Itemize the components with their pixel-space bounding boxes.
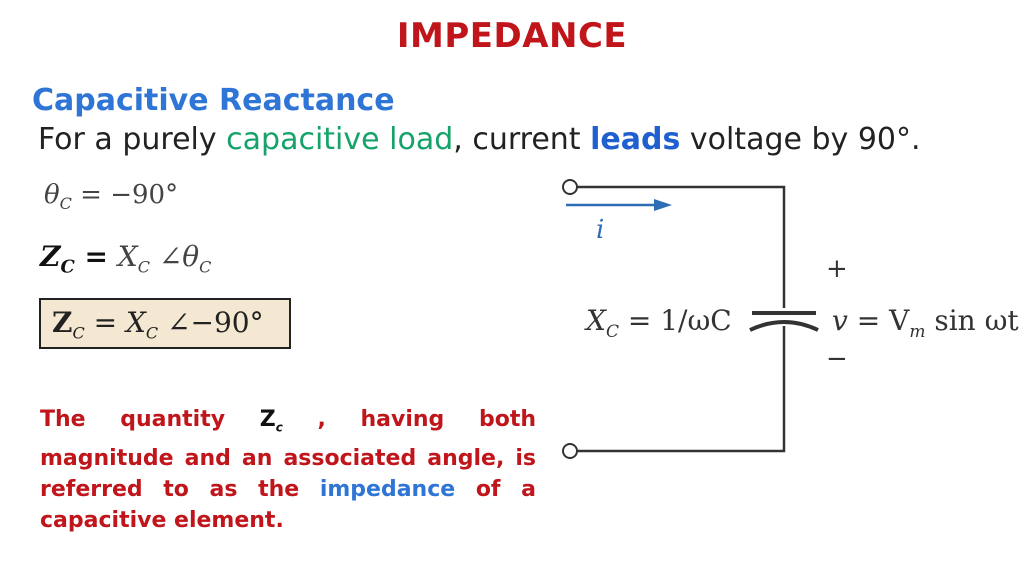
statement-part2: , current bbox=[453, 122, 591, 157]
statement-line: For a purely capacitive load, current le… bbox=[38, 122, 921, 157]
boxed-rhs: ∠−90° bbox=[158, 306, 264, 339]
current-arrow-head bbox=[654, 199, 672, 211]
theta-symbol: θ bbox=[44, 180, 60, 210]
bottom-terminal bbox=[562, 443, 578, 459]
top-terminal bbox=[562, 179, 578, 195]
xc-formula: = 1/ωC bbox=[619, 304, 732, 337]
statement-highlight: capacitive load bbox=[226, 122, 454, 157]
note-text1: The quantity bbox=[40, 407, 260, 432]
zc-equals: = bbox=[74, 240, 118, 273]
v-subscript: m bbox=[909, 322, 925, 342]
note-text3: of a capacitive element. bbox=[40, 477, 536, 534]
v-equation: v = Vm sin ωt bbox=[832, 304, 1019, 342]
xc-equation: XC = 1/ωC bbox=[584, 304, 732, 342]
impedance-note: The quantity Zc , having both magnitude … bbox=[40, 404, 536, 536]
v-symbol: v bbox=[832, 304, 848, 337]
v-tail: sin ωt bbox=[925, 304, 1019, 337]
zc-equation: ZC = XC ∠θC bbox=[40, 240, 211, 278]
capacitor-circuit-diagram: i + − XC = 1/ωC v = Vm sin ωt bbox=[562, 179, 1019, 459]
xc-subscript: C bbox=[606, 322, 619, 342]
current-label: i bbox=[596, 215, 604, 245]
note-highlight: impedance bbox=[319, 477, 456, 503]
capacitor-bottom-plate bbox=[749, 320, 819, 332]
boxed-lhs-subscript: C bbox=[72, 323, 85, 343]
zc-rhs-x-subscript: C bbox=[137, 257, 150, 277]
boxed-equation-frame bbox=[39, 298, 291, 349]
page-title: IMPEDANCE bbox=[396, 16, 628, 56]
zc-lhs: Z bbox=[40, 240, 61, 273]
statement-emphasis: leads bbox=[590, 122, 681, 157]
note-text2: , having both magnitude and an associate… bbox=[40, 407, 536, 503]
zc-rhs-angle: ∠θ bbox=[149, 240, 200, 273]
boxed-mid: = X bbox=[84, 306, 146, 339]
theta-equation: θC = −90° bbox=[44, 180, 178, 213]
boxed-mid-subscript: C bbox=[145, 323, 159, 343]
section-subtitle: Capacitive Reactance bbox=[32, 83, 395, 118]
statement-part1: For a purely bbox=[38, 122, 227, 157]
bottom-wire bbox=[577, 326, 786, 453]
plus-label: + bbox=[826, 254, 848, 284]
statement-part3: voltage by 90°. bbox=[680, 122, 921, 157]
note-symbol: Z bbox=[259, 407, 276, 432]
xc-symbol: X bbox=[584, 304, 607, 337]
note-symbol-subscript: c bbox=[275, 420, 283, 435]
v-formula: = V bbox=[848, 304, 910, 337]
minus-label: − bbox=[826, 344, 848, 374]
zc-rhs-angle-subscript: C bbox=[199, 257, 212, 277]
top-wire bbox=[577, 185, 786, 308]
theta-rhs: = −90° bbox=[71, 180, 179, 210]
theta-subscript: C bbox=[59, 194, 72, 214]
boxed-equation: ZC = XC ∠−90° bbox=[52, 306, 264, 343]
zc-lhs-subscript: C bbox=[60, 256, 75, 278]
zc-rhs-x: X bbox=[117, 240, 138, 273]
boxed-lhs: Z bbox=[52, 306, 73, 339]
